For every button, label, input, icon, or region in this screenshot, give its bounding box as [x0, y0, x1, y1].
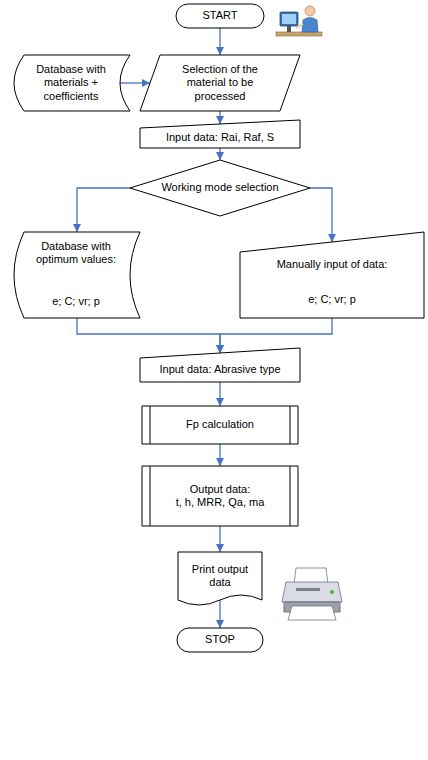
node-text: Working mode selection	[161, 181, 278, 194]
manual-input-box-outline	[240, 232, 424, 318]
flow-arrow	[219, 382, 220, 406]
node-text: Input data: Rai, Raf, S	[166, 131, 274, 144]
node-text: STOP	[205, 633, 235, 646]
manual-input-box: Input data: Rai, Raf, S	[140, 120, 300, 148]
stop-terminator: STOP	[177, 628, 263, 652]
node-content: Fp calculation	[142, 406, 298, 444]
document-shape: Print output data	[178, 552, 262, 610]
flow-arrow	[219, 111, 220, 124]
decision-diamond: Working mode selection	[130, 160, 310, 216]
database-store-path	[14, 232, 140, 318]
process-box: Fp calculation	[142, 406, 298, 444]
node-text: t, h, MRR, Qa, ma	[176, 496, 265, 509]
node-text: e; C; vr; p	[308, 293, 356, 306]
stop-terminator-path	[177, 628, 263, 652]
flow-arrow	[219, 148, 220, 160]
node-content: Database with optimum values: e; C; vr; p	[14, 232, 140, 318]
node-text: Database with optimum values:	[28, 240, 124, 266]
manual-input-box-path	[140, 120, 300, 148]
node-text: e; C; vr; p	[52, 295, 100, 308]
node-text: Manually input of data:	[277, 258, 388, 271]
node-content: Input data: Rai, Raf, S	[140, 120, 300, 148]
printer-icon	[282, 568, 342, 620]
flow-arrow	[219, 526, 220, 552]
node-text: Fp calculation	[186, 418, 254, 431]
database-store: Database with materials + coefficients	[14, 55, 130, 111]
decision-diamond-path	[130, 160, 310, 216]
flow-arrow	[220, 318, 332, 353]
manual-input-box-path	[140, 348, 300, 382]
node-content: Print output data	[178, 552, 262, 610]
process-box-path	[142, 466, 298, 526]
database-store: Database with optimum values: e; C; vr; p	[14, 232, 140, 318]
node-content: Selection of the material to be processe…	[140, 55, 300, 111]
node-text: Selection of the material to be processe…	[164, 63, 276, 103]
node-content: Output data:t, h, MRR, Qa, ma	[142, 466, 298, 526]
process-box-path	[142, 406, 298, 444]
document-shape-path	[178, 552, 262, 605]
process-box: Output data:t, h, MRR, Qa, ma	[142, 466, 298, 526]
user-computer-icon	[276, 6, 322, 36]
node-content: START	[176, 4, 264, 28]
manual-input-box: Input data: Abrasive type	[140, 348, 300, 382]
start-terminator: START	[176, 4, 264, 28]
node-text: Database with materials + coefficients	[28, 63, 114, 103]
node-text: Input data: Abrasive type	[159, 363, 280, 376]
node-text: Print output data	[184, 563, 256, 589]
flow-arrow	[77, 318, 220, 353]
input-parallelogram-path	[140, 55, 300, 111]
database-store-path	[14, 55, 130, 111]
node-content: STOP	[177, 628, 263, 652]
flow-arrow	[120, 82, 150, 83]
flow-arrow	[77, 188, 130, 232]
node-content: Manually input of data: e; C; vr; p	[240, 232, 424, 318]
node-text: Output data:	[190, 483, 251, 496]
flow-arrow	[219, 444, 220, 466]
node-content: Database with materials + coefficients	[14, 55, 130, 111]
manual-input-box: Manually input of data: e; C; vr; p	[240, 232, 424, 318]
flow-arrow	[219, 28, 220, 55]
node-content: Input data: Abrasive type	[140, 348, 300, 382]
manual-input-box-path	[240, 232, 424, 318]
input-parallelogram: Selection of the material to be processe…	[140, 55, 300, 111]
node-content: Working mode selection	[130, 160, 310, 216]
flow-arrow	[310, 188, 332, 242]
start-terminator-path	[176, 4, 264, 28]
node-text: START	[202, 9, 237, 22]
flow-arrow	[219, 600, 220, 628]
